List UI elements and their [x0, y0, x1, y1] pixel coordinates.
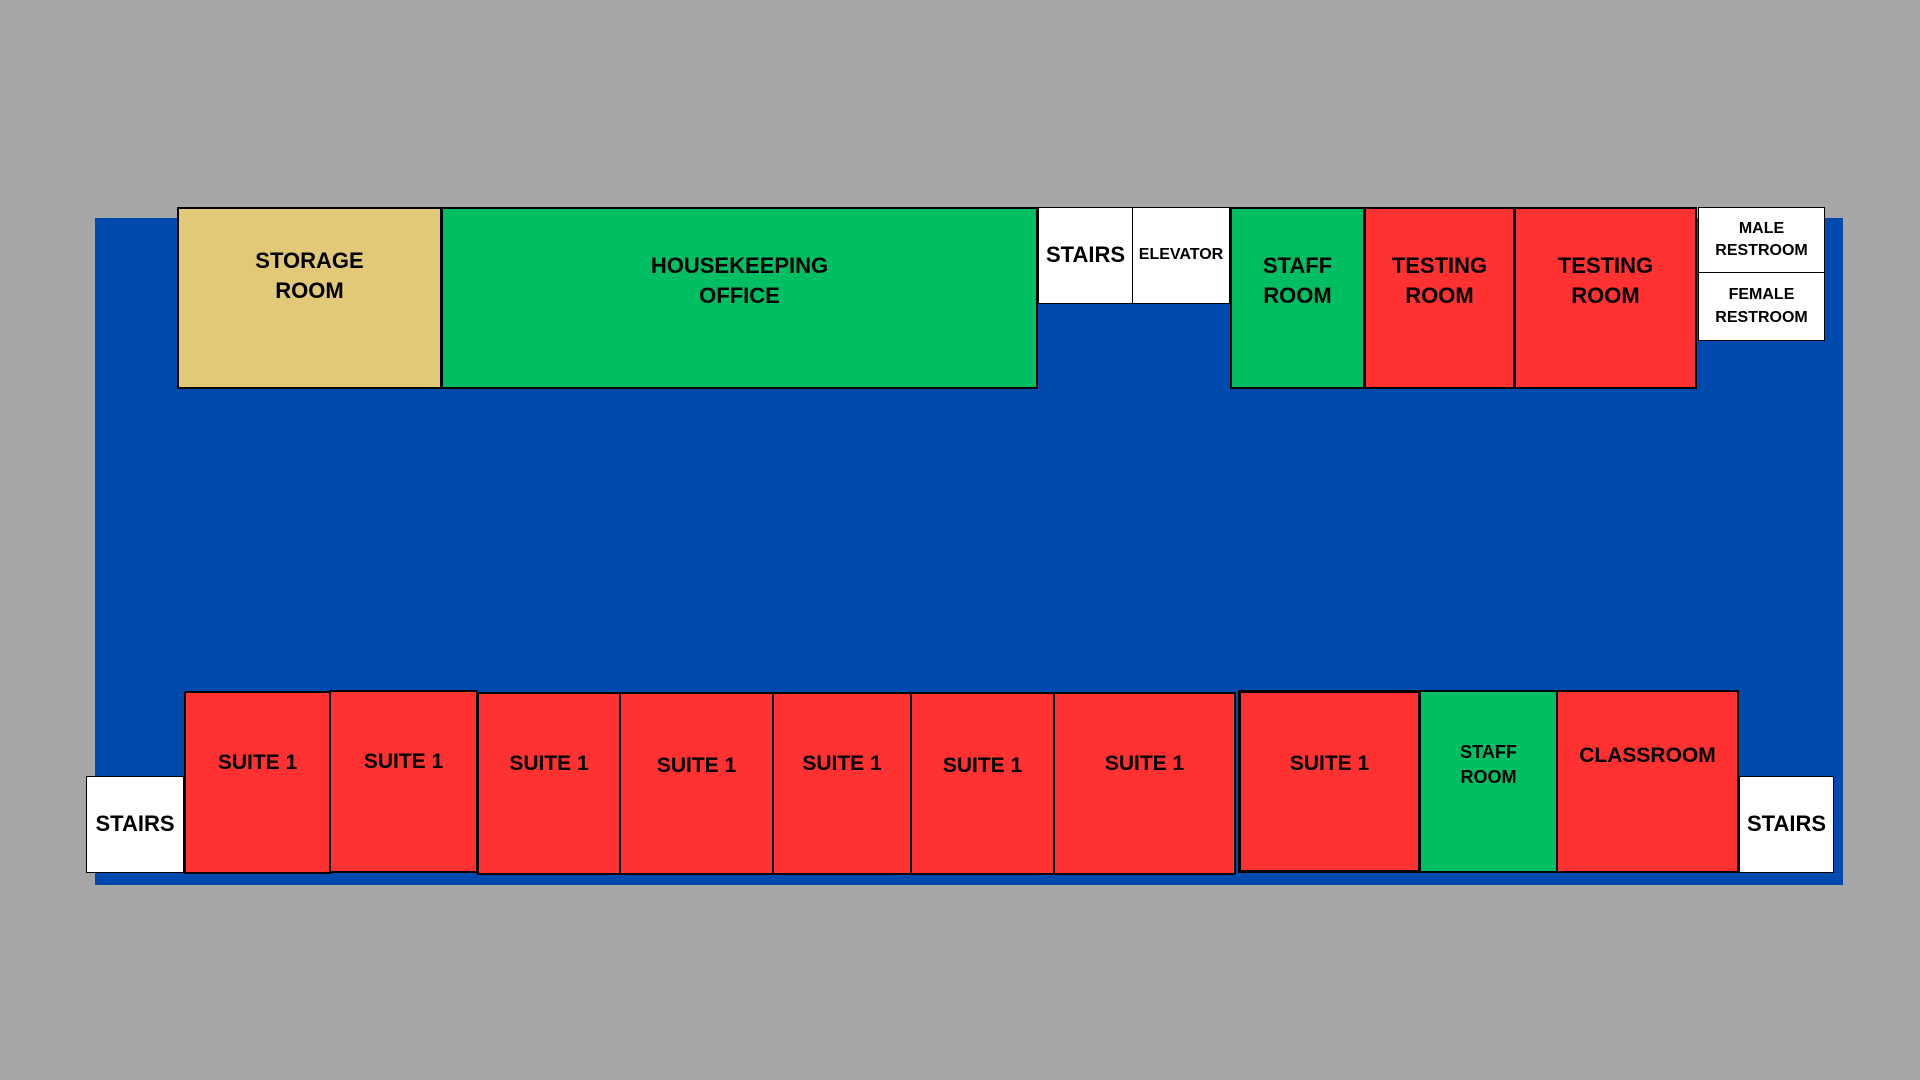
stairs-top: STAIRS — [1038, 207, 1133, 304]
suite-label: SUITE 1 — [509, 752, 589, 776]
testing-room-2-label: TESTING ROOM — [1557, 252, 1654, 308]
testing-room-1-label: TESTING ROOM — [1391, 252, 1488, 308]
housekeeping-office-label: HOUSEKEEPING OFFICE — [650, 252, 829, 308]
staff-room-top: STAFF ROOM — [1230, 207, 1365, 389]
housekeeping-office: HOUSEKEEPING OFFICE — [441, 207, 1038, 389]
female-restroom-label: FEMALE RESTROOM — [1715, 286, 1808, 326]
stairs-right-label: STAIRS — [1746, 811, 1827, 837]
male-restroom: MALE RESTROOM — [1698, 207, 1825, 273]
elevator-label: ELEVATOR — [1138, 246, 1224, 264]
suite-room: SUITE 1 — [772, 692, 912, 875]
staff-room-top-label: STAFF ROOM — [1262, 252, 1333, 308]
stairs-left-label: STAIRS — [95, 811, 175, 837]
stairs-left: STAIRS — [86, 776, 184, 873]
suite-room: SUITE 1 — [910, 692, 1055, 875]
female-restroom: FEMALE RESTROOM — [1698, 272, 1825, 341]
suite-room: SUITE 1 — [619, 692, 774, 875]
classroom-label: CLASSROOM — [1579, 744, 1716, 768]
suite-label: SUITE 1 — [802, 752, 882, 776]
classroom: CLASSROOM — [1556, 690, 1739, 873]
testing-room-2: TESTING ROOM — [1514, 207, 1697, 389]
suite-room: SUITE 1 — [329, 690, 478, 873]
suite-label: SUITE 1 — [656, 754, 737, 778]
staff-room-bottom-label: STAFF ROOM — [1460, 741, 1517, 787]
testing-room-1: TESTING ROOM — [1364, 207, 1515, 389]
elevator: ELEVATOR — [1132, 207, 1230, 304]
suite-label: SUITE 1 — [1289, 752, 1370, 776]
suite-label: SUITE 1 — [1104, 752, 1185, 776]
suite-room: SUITE 1 — [184, 691, 331, 874]
suite-room: SUITE 1 — [1053, 692, 1236, 875]
suite-label: SUITE 1 — [217, 751, 298, 775]
suite-label: SUITE 1 — [942, 754, 1023, 778]
staff-room-bottom: STAFF ROOM — [1419, 690, 1558, 873]
suite-label: SUITE 1 — [363, 750, 444, 774]
stairs-right: STAIRS — [1739, 776, 1834, 873]
storage-room-label: STORAGE ROOM — [255, 247, 364, 303]
male-restroom-label: MALE RESTROOM — [1715, 219, 1808, 259]
suite-room: SUITE 1 — [477, 692, 621, 875]
stairs-top-label: STAIRS — [1045, 242, 1126, 268]
storage-room: STORAGE ROOM — [177, 207, 442, 389]
suite-room: SUITE 1 — [1238, 690, 1421, 873]
